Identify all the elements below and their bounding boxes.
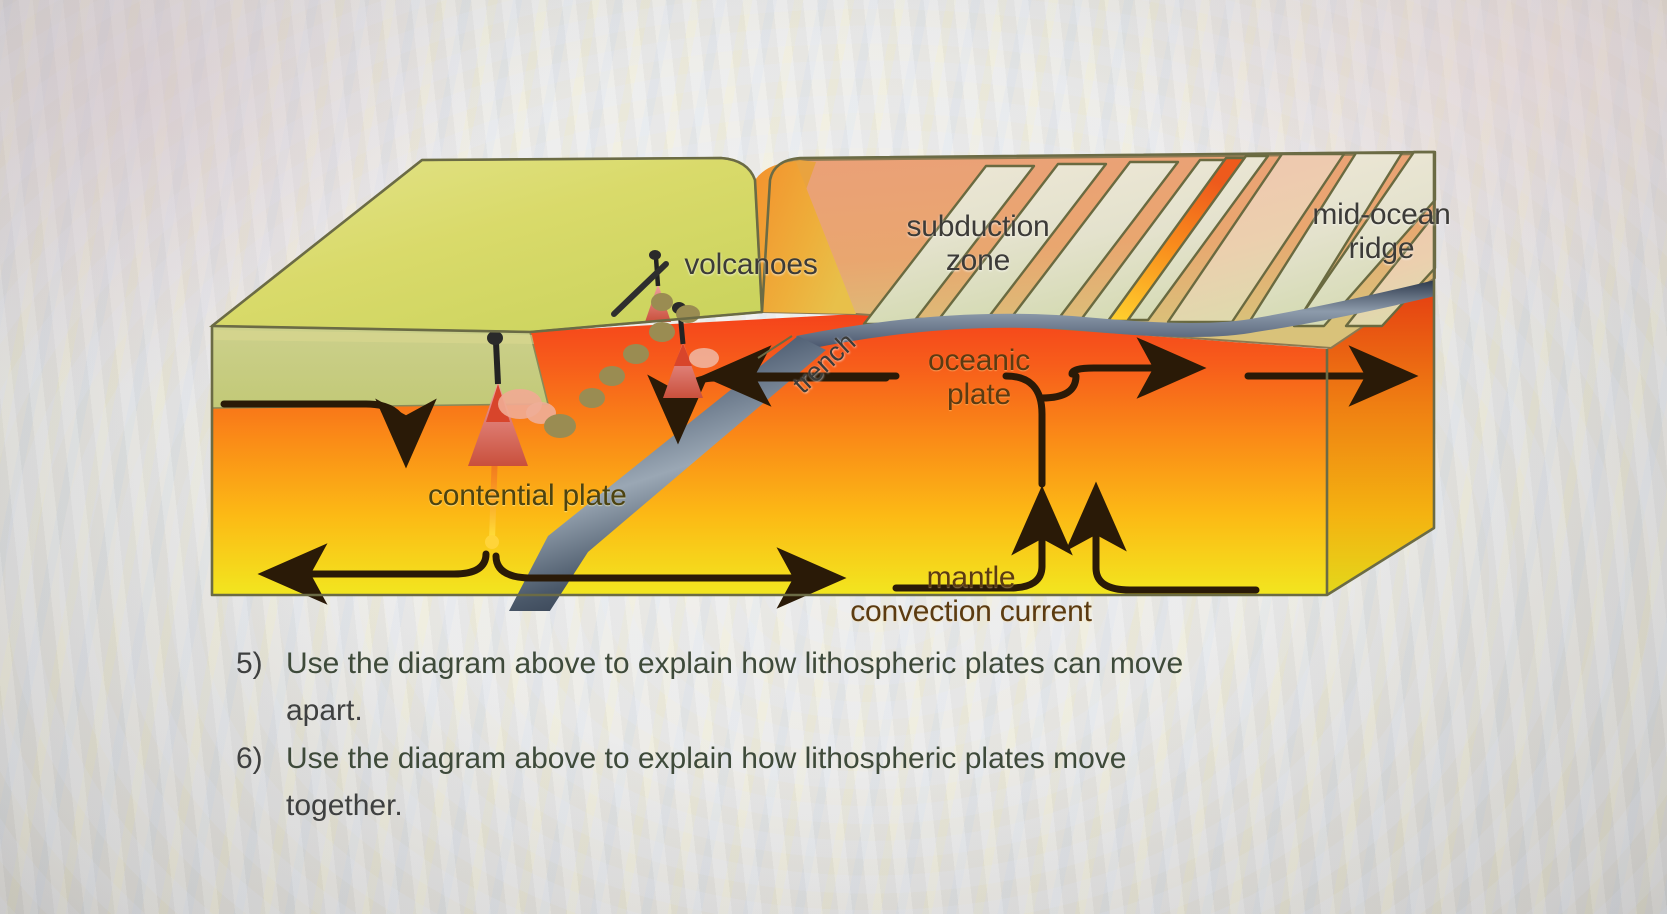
volcano-large [468, 331, 556, 466]
label-subduction-zone: subduction zone [906, 210, 1050, 277]
arrow-rise-left-foot [892, 562, 1046, 592]
question-6-number: 6) [236, 741, 263, 775]
mid-ocean-ridge-stripes [862, 150, 1437, 328]
volcano-small-plume-top [649, 250, 661, 260]
ash-puff-4 [623, 344, 649, 364]
ash-trail [611, 261, 669, 317]
label-oceanic-plate: oceanic plate [927, 344, 1030, 411]
block-outline [210, 150, 1436, 597]
ash-puff-2 [579, 388, 605, 408]
question-5-line-1: 5) Use the diagram above to explain how … [236, 640, 1396, 687]
ash-puff-5 [649, 322, 675, 342]
label-mantle-convection-current: mantle convection current [850, 561, 1092, 628]
volcano-large-cone [468, 382, 528, 466]
oceanic-crust-band [796, 280, 1435, 350]
question-5-line-2: apart. [236, 687, 1396, 734]
magma-source [485, 535, 499, 549]
question-6-line-2: together. [236, 782, 1396, 829]
plate-tectonics-diagram: volcanoes subduction zone mid-ocean ridg… [196, 136, 1456, 628]
continental-edge-highlight [214, 330, 534, 344]
arrow-centre-bottom [492, 547, 847, 609]
question-5-text-line-2: apart. [286, 694, 363, 728]
volcano-group [468, 250, 719, 549]
diagram-svg [208, 150, 1437, 611]
question-6-text-line-2: together. [286, 789, 403, 823]
arrow-left-bottom [257, 543, 490, 605]
oceanic-plate-leader-line [757, 335, 793, 359]
volcano-mid-cone [663, 342, 703, 398]
ridge-crest-stripe [1126, 154, 1270, 322]
volcano-large-plume-stem [493, 341, 501, 385]
volcano-large-plume-top [487, 331, 503, 345]
arrow-centre-down-stem [1002, 372, 1046, 488]
label-volcanoes: volcanoes [684, 248, 818, 281]
volcano-mid-throat [674, 343, 692, 366]
ash-puff-7 [651, 293, 673, 311]
label-continental-plate: contential plate [428, 479, 627, 512]
crust-band-path [796, 280, 1435, 350]
arrow-rise-right-foot [1092, 564, 1260, 594]
arrow-left-top [220, 398, 437, 469]
question-6-text-line-1: Use the diagram above to explain how lit… [286, 741, 1127, 775]
arrow-ridge-right [1068, 337, 1207, 399]
volcano-mid-ash-a [689, 348, 719, 368]
trench-wall [755, 162, 856, 314]
question-5-number: 5) [236, 647, 263, 680]
continental-plate-block [208, 156, 764, 409]
ash-puff-1 [544, 414, 576, 438]
label-mid-ocean-ridge: mid-ocean ridge [1312, 198, 1451, 265]
questions-block: 5) Use the diagram above to explain how … [236, 640, 1396, 830]
question-5-text-line-1: Use the diagram above to explain how lit… [286, 647, 1184, 680]
arrow-ridge-turn-left [1038, 372, 1080, 402]
ash-puff-3 [599, 366, 625, 386]
question-6-line-1: 6) Use the diagram above to explain how … [236, 735, 1396, 782]
